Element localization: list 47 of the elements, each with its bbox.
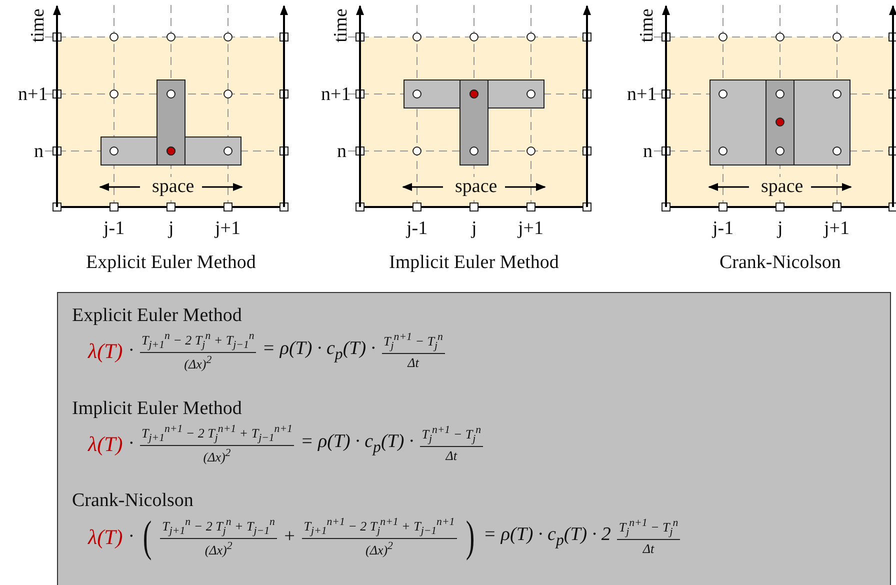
method-heading: Explicit Euler Method	[72, 305, 242, 327]
axis-label: space	[759, 176, 806, 196]
tick-label: n	[34, 142, 44, 160]
equation-term: ·	[128, 433, 134, 456]
panel-caption: Explicit Euler Method	[86, 252, 256, 272]
equation-panel	[57, 292, 891, 585]
equation-term: = ρ(T) · c$_{p}$(T) ·	[300, 431, 414, 458]
equation-term: ·	[128, 526, 134, 548]
equation-term: = ρ(T) · c$_{p}$(T) · 2	[483, 524, 611, 550]
fraction-denominator: Δt	[642, 540, 654, 557]
fraction-denominator: Δt	[446, 447, 457, 464]
axis-label: space	[150, 176, 196, 196]
fraction-denominator: Δt	[408, 354, 419, 372]
tick-label: j-1	[712, 218, 734, 238]
equation-term: ·	[128, 340, 134, 362]
panel-caption: Crank-Nicolson	[720, 252, 841, 272]
tick-label: n+1	[18, 84, 48, 104]
tick-label: n	[337, 142, 346, 160]
equation-term: +	[282, 526, 296, 548]
tick-label: n+1	[321, 84, 351, 104]
parenthesis: (	[142, 515, 152, 559]
tick-label: j	[168, 218, 174, 238]
fraction-denominator: (Δx)$^{2}$	[204, 538, 232, 558]
tick-label: j-1	[104, 218, 125, 238]
tick-label: n	[643, 142, 652, 160]
tick-label: j-1	[406, 218, 428, 238]
equation-term: λ(T)	[88, 432, 123, 457]
parenthesis: )	[466, 515, 474, 559]
axis-label: time	[331, 8, 350, 42]
tick-label: n+1	[627, 84, 657, 104]
method-heading: Implicit Euler Method	[72, 398, 242, 420]
equation-term: λ(T)	[88, 338, 123, 364]
fraction-denominator: (Δx)$^{2}$	[184, 352, 212, 372]
tick-label: j	[778, 218, 783, 238]
tick-label: j+1	[518, 218, 544, 238]
panel-caption: Implicit Euler Method	[389, 252, 559, 272]
tick-label: j+1	[824, 218, 850, 238]
axis-label: time	[28, 8, 48, 42]
axis-label: time	[637, 8, 656, 42]
tick-label: j	[472, 218, 477, 238]
equation-term: = ρ(T) · c$_{p}$(T) ·	[262, 338, 376, 364]
axis-label: space	[453, 176, 500, 196]
equation-term: λ(T)	[88, 524, 123, 550]
method-heading: Crank-Nicolson	[72, 490, 194, 512]
fraction-denominator: (Δx)$^{2}$	[203, 446, 231, 466]
tick-label: j+1	[215, 218, 240, 238]
fraction-denominator: (Δx)$^{2}$	[365, 538, 393, 558]
